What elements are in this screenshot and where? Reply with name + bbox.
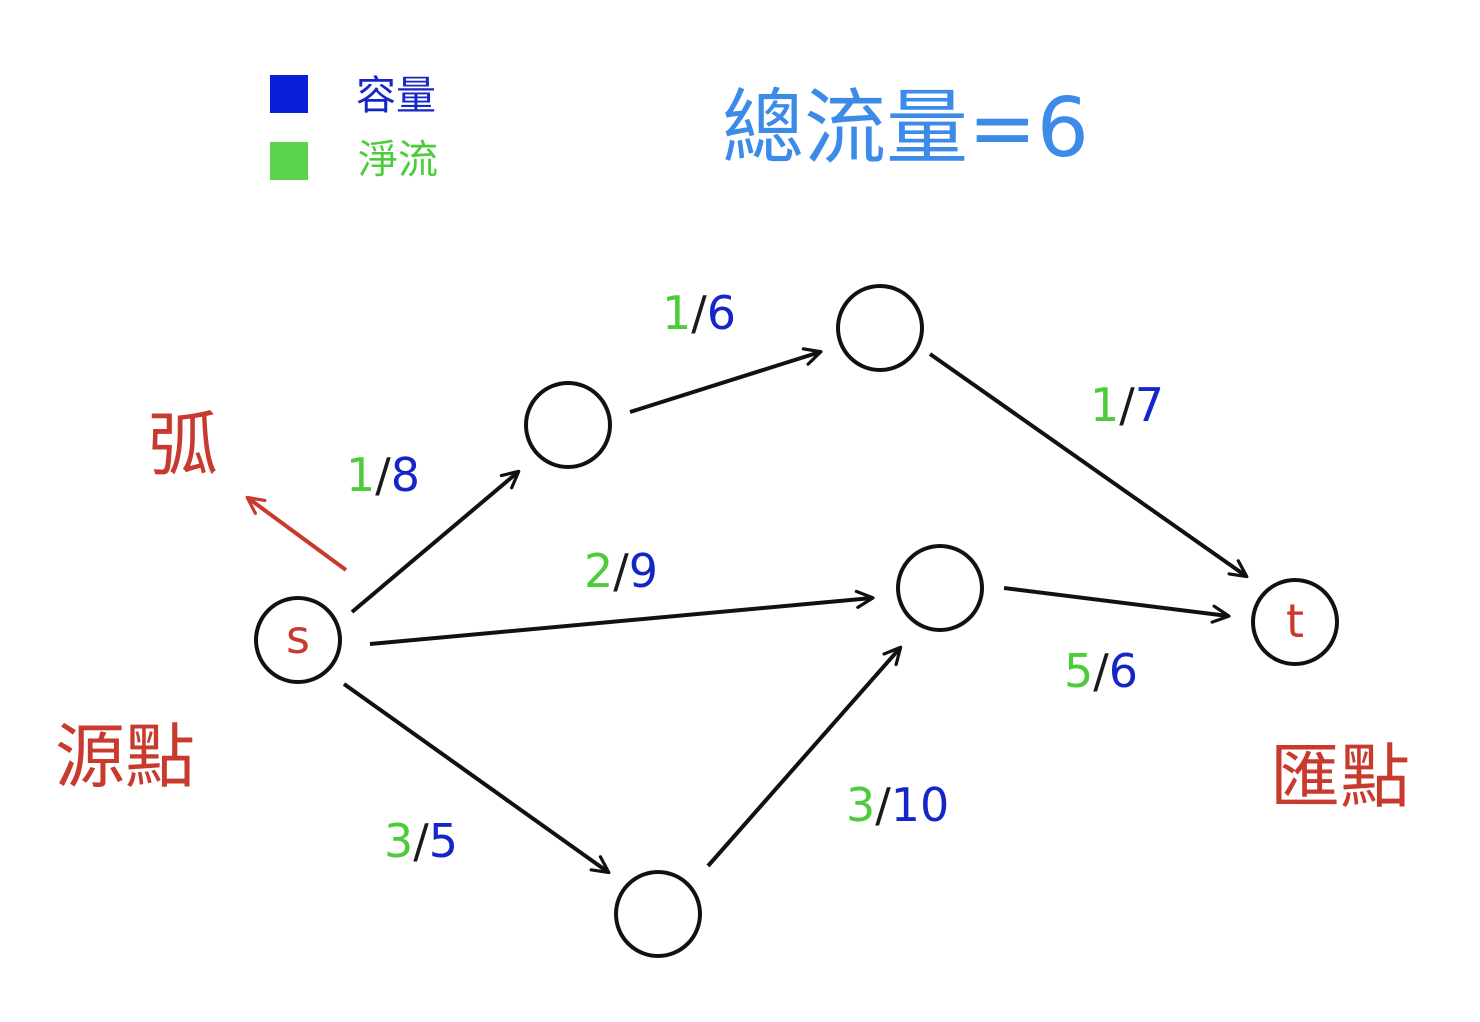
legend-flow-swatch: [270, 142, 308, 180]
edge-capacity: 8: [390, 448, 421, 502]
edge-separator: /: [1119, 378, 1135, 432]
edge-capacity: 9: [628, 544, 659, 598]
node-c: [896, 544, 984, 632]
edge-s-d: [342, 682, 611, 875]
edge-flow: 3: [846, 778, 876, 832]
edge-label-s-c: 2/9: [584, 548, 658, 594]
edge-separator: /: [613, 544, 629, 598]
edge-label-d-c: 3/10: [846, 782, 949, 828]
node-source: [254, 596, 342, 684]
edge-label-c-t: 5/6: [1064, 648, 1138, 694]
total-flow-title: 總流量=6: [722, 81, 1089, 176]
node-a: [524, 381, 612, 469]
edge-flow: 1: [346, 448, 376, 502]
edge-c-t: [1003, 586, 1231, 624]
arc-annotation-arrow: [245, 495, 348, 572]
edge-capacity: 6: [706, 286, 737, 340]
arc-annotation: 弧: [148, 404, 218, 486]
edge-a-b: [629, 347, 823, 414]
node-sink: [1251, 578, 1339, 666]
sink-annotation: 匯點: [1270, 736, 1410, 818]
edge-capacity: 5: [428, 814, 459, 868]
edge-separator: /: [413, 814, 429, 868]
edge-separator: /: [691, 286, 707, 340]
edge-label-b-t: 1/7: [1090, 382, 1164, 428]
edge-label-s-a: 1/8: [346, 452, 420, 498]
edge-d-c: [706, 645, 903, 868]
edge-label-a-b: 1/6: [662, 290, 736, 336]
edge-separator: /: [375, 448, 391, 502]
edge-flow: 3: [384, 814, 414, 868]
edge-capacity: 7: [1134, 378, 1165, 432]
edge-s-a: [350, 469, 521, 614]
edge-flow: 1: [1090, 378, 1120, 432]
node-d: [614, 870, 702, 958]
legend-capacity-label: 容量: [356, 73, 436, 119]
edge-flow: 2: [584, 544, 614, 598]
source-annotation: 源點: [55, 716, 195, 798]
edge-flow: 1: [662, 286, 692, 340]
source-node-label: s: [286, 610, 310, 664]
legend-capacity-swatch: [270, 75, 308, 113]
edge-label-s-d: 3/5: [384, 818, 458, 864]
edge-flow: 5: [1064, 644, 1094, 698]
edge-b-t: [928, 352, 1249, 579]
legend-flow-label: 淨流: [358, 137, 438, 183]
node-b: [836, 284, 924, 372]
edge-separator: /: [1093, 644, 1109, 698]
edge-capacity: 10: [890, 778, 950, 832]
edge-capacity: 6: [1108, 644, 1139, 698]
sink-node-label: t: [1285, 594, 1305, 648]
edge-s-c: [369, 589, 875, 646]
edge-separator: /: [875, 778, 891, 832]
